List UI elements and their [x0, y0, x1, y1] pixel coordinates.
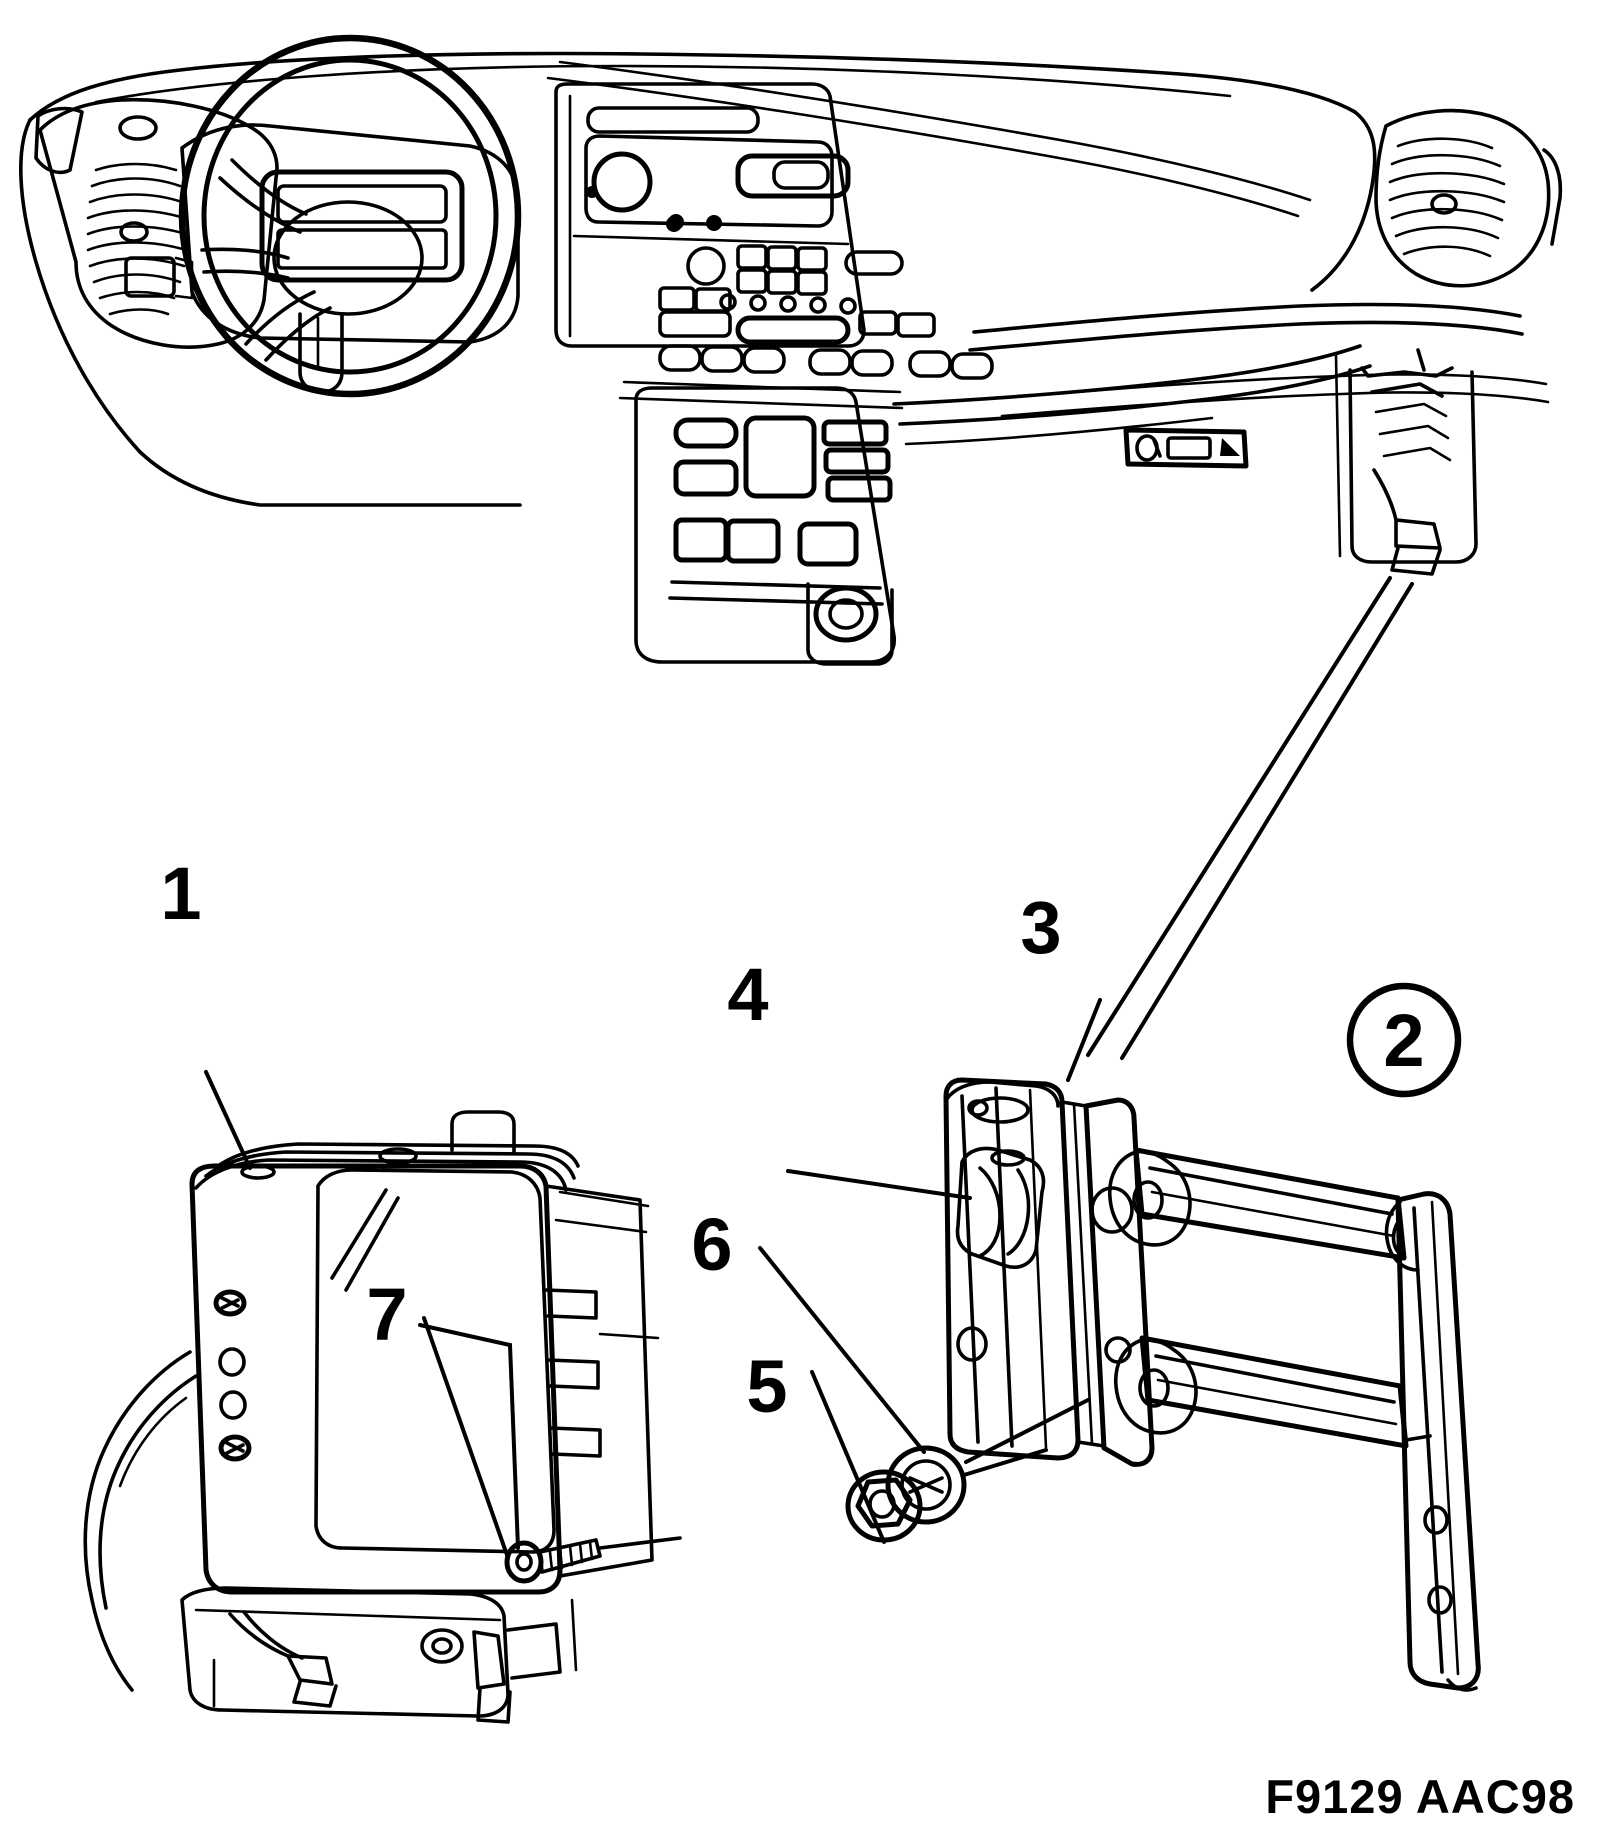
glovebox-handle	[1123, 427, 1249, 469]
callout-label-4: 4	[727, 953, 768, 1036]
washer-to-plate-leader-b	[964, 1398, 1090, 1464]
callout-label-6: 6	[691, 1203, 732, 1286]
control-unit-module	[83, 1110, 682, 1724]
callout-5-leader	[810, 1370, 886, 1544]
cross-member-upper	[1108, 1147, 1407, 1261]
module-lower-bracket	[180, 1586, 578, 1724]
washer-to-plate-leader	[962, 1448, 1048, 1477]
module-side-fasteners	[213, 1289, 252, 1462]
callout-6-leader	[758, 1246, 926, 1454]
figure-caption: F9129 AAC98	[1265, 1770, 1575, 1823]
callout-2-circled: 2	[1346, 982, 1462, 1098]
fasteners	[845, 1445, 967, 1543]
leader-line-dash-to-bracket	[1086, 576, 1414, 1060]
callout-7-leader	[418, 1323, 520, 1550]
dash-bracket-detail	[1334, 348, 1478, 576]
callout-label-1: 1	[160, 852, 201, 935]
callout-label-2: 2	[1383, 999, 1424, 1082]
callout-label-5: 5	[746, 1345, 787, 1428]
callout-label-3: 3	[1020, 886, 1061, 969]
callout-7-leader-b	[422, 1316, 510, 1560]
dashboard-assembly	[19, 34, 1563, 666]
module-mounting-screw	[504, 1536, 682, 1584]
callout-1-leader	[204, 1070, 252, 1170]
steering-wheel	[178, 34, 522, 398]
cross-member-lower	[1114, 1335, 1409, 1449]
callout-4-leader	[786, 1169, 972, 1200]
callout-label-7: 7	[366, 1273, 407, 1356]
callout-numbers: 1 3 4 5 6 7 2	[160, 852, 1462, 1428]
callout-3-leader	[1066, 998, 1102, 1082]
bracket-assembly	[943, 1077, 1481, 1692]
